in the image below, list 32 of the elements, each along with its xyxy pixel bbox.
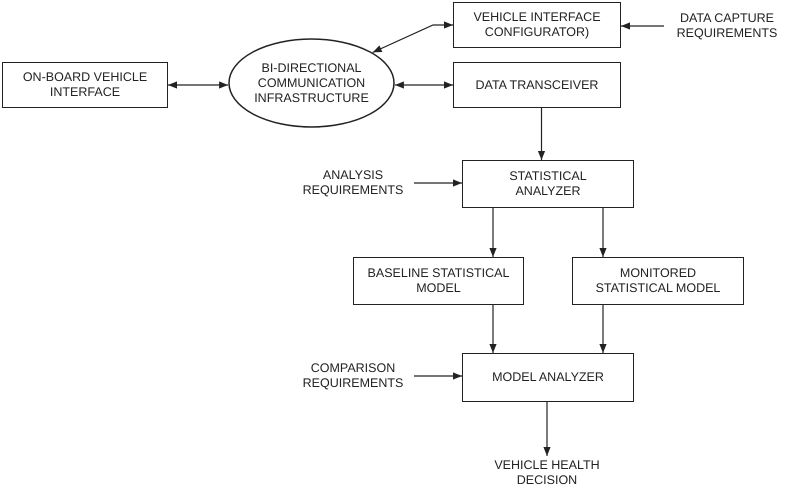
process-box	[462, 160, 634, 208]
process-box	[572, 257, 744, 305]
arrow	[168, 81, 228, 89]
process-box	[453, 62, 621, 108]
node-label: MONITORED STATISTICAL MODEL	[594, 266, 722, 296]
process-box	[462, 353, 634, 402]
arrow	[538, 108, 546, 160]
note-label: VEHICLE HEALTH DECISION	[493, 458, 601, 488]
note-label: DATA CAPTURE REQUIREMENTS	[676, 11, 778, 41]
arrow	[599, 208, 607, 257]
arrow	[621, 22, 664, 30]
process-box	[453, 2, 621, 48]
node-label: ON-BOARD VEHICLE INTERFACE	[22, 70, 148, 100]
arrow	[599, 305, 607, 353]
arrow	[543, 402, 551, 456]
arrow	[414, 372, 462, 380]
node-label: STATISTICAL ANALYZER	[508, 169, 588, 199]
arrow	[372, 21, 453, 53]
note-label: ANALYSIS REQUIREMENTS	[302, 168, 404, 198]
arrow	[414, 179, 462, 187]
arrow	[489, 305, 497, 353]
note-label: COMPARISON REQUIREMENTS	[302, 361, 404, 391]
node-label: MODEL ANALYZER	[491, 370, 605, 385]
communication-ellipse	[228, 38, 395, 128]
arrow	[394, 81, 453, 89]
arrow	[489, 208, 497, 257]
node-label: BI-DIRECTIONAL COMMUNICATION INFRASTRUCTURE	[253, 60, 370, 106]
node-label: BASELINE STATISTICAL MODEL	[366, 266, 510, 296]
node-label: DATA TRANSCEIVER	[474, 78, 600, 92]
process-box	[2, 62, 168, 108]
process-box	[353, 257, 524, 305]
node-label: VEHICLE INTERFACE CONFIGURATOR)	[472, 10, 602, 40]
